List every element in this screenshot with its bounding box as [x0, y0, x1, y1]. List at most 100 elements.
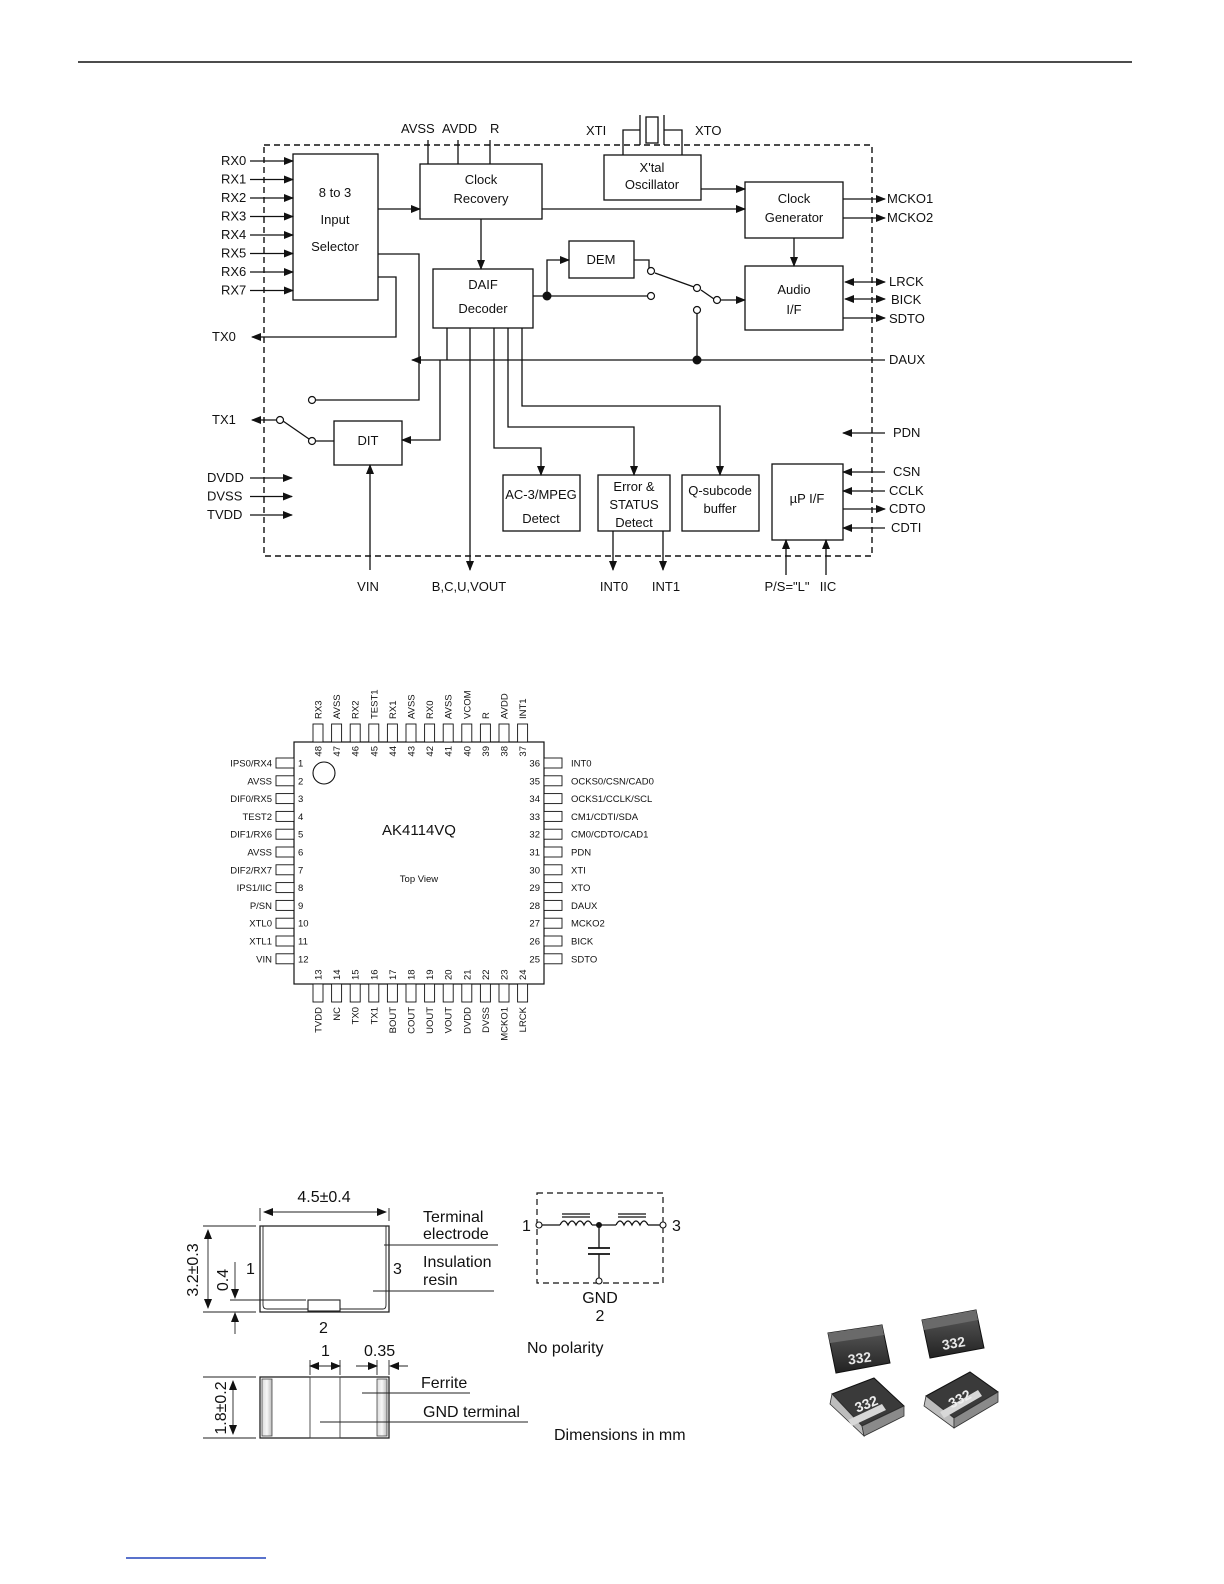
- pin-number: 26: [529, 937, 540, 948]
- up-if-block: [771, 463, 844, 541]
- int0-label: INT0: [600, 579, 628, 594]
- pin-pad: [275, 899, 295, 911]
- pin-label: AVSS: [332, 694, 343, 719]
- pin-number: 35: [529, 776, 540, 787]
- pin-number: 39: [481, 746, 492, 757]
- iic-label: IIC: [820, 579, 837, 594]
- pin-pad: [312, 983, 324, 1003]
- pin-number: 22: [481, 969, 492, 980]
- pin-pad: [543, 775, 563, 787]
- pin-pad: [498, 983, 510, 1003]
- pin-label: XTL1: [249, 937, 272, 948]
- pin-number: 36: [529, 759, 540, 770]
- pin-label: DVSS: [481, 1007, 492, 1033]
- pin-label: LRCK: [518, 1006, 529, 1032]
- pin3-top: 3: [393, 1261, 402, 1278]
- pin-pad: [543, 935, 563, 947]
- cclk-label: CCLK: [889, 483, 924, 498]
- pin-label: PDN: [571, 848, 591, 859]
- pin-label: MCKO2: [571, 919, 605, 930]
- pin-pad: [442, 723, 454, 743]
- internal-wiring: [251, 185, 886, 575]
- pin-number: 41: [444, 746, 455, 757]
- pin-number: 21: [462, 969, 473, 980]
- d1-dim: 1: [321, 1343, 330, 1360]
- pin-pad: [275, 775, 295, 787]
- pin-pad: [543, 917, 563, 929]
- pin-label: AVSS: [407, 694, 418, 719]
- pin-pad: [275, 917, 295, 929]
- pin-label: DAUX: [571, 901, 598, 912]
- pin-label: XTI: [571, 865, 586, 876]
- pin-number: 27: [529, 919, 540, 930]
- filter-side-body: [259, 1376, 390, 1439]
- filter-top-body: [259, 1225, 390, 1313]
- pin-pad: [275, 757, 295, 769]
- pin-number: 23: [500, 969, 511, 980]
- pin-number: 31: [529, 848, 540, 859]
- pin-number: 4: [298, 812, 303, 823]
- filter-schematic-box: [536, 1192, 664, 1284]
- no-polarity-label: No polarity: [527, 1340, 603, 1357]
- pin-label: TX1: [369, 1007, 380, 1024]
- tx0-label: TX0: [212, 329, 236, 344]
- sdto-label: SDTO: [889, 311, 925, 326]
- pin-pad: [442, 983, 454, 1003]
- pin-number: 34: [529, 794, 540, 805]
- pin-pad: [461, 983, 473, 1003]
- pin-number: 28: [529, 901, 540, 912]
- pin-label: RX3: [314, 701, 325, 719]
- pin-pad: [461, 723, 473, 743]
- mcko1-label: MCKO1: [887, 191, 933, 206]
- pin-pad: [543, 846, 563, 858]
- pin-label: VCOM: [462, 690, 473, 719]
- pin-number: 37: [518, 746, 529, 757]
- pin-label: AVSS: [444, 694, 455, 719]
- pin-label: MCKO1: [500, 1007, 511, 1041]
- filter-photo: 332 332 332 332: [827, 1309, 999, 1438]
- pin-number: 19: [425, 969, 436, 980]
- daif-decoder-block: [432, 268, 534, 329]
- pin-number: 29: [529, 883, 540, 894]
- pin-label: XTO: [571, 883, 590, 894]
- rx-input-label: RX1: [221, 172, 246, 187]
- pin-pad: [543, 810, 563, 822]
- rx-input-label: RX0: [221, 153, 246, 168]
- avdd-top-label: AVDD: [442, 121, 477, 136]
- xti-top-label: XTI: [586, 123, 606, 138]
- pin-label: VIN: [256, 954, 272, 965]
- error-status-detect-block: [597, 474, 671, 532]
- pin-number: 33: [529, 812, 540, 823]
- r-top-label: R: [490, 121, 499, 136]
- pin-pad: [543, 757, 563, 769]
- thick-dim: 1.8±0.2: [213, 1381, 230, 1434]
- pin-label: VOUT: [444, 1007, 455, 1034]
- xtal-oscillator-block: [603, 154, 702, 201]
- pin-number: 25: [529, 954, 540, 965]
- pin-number: 15: [351, 969, 362, 980]
- filter-gnd-pad: [307, 1299, 341, 1312]
- pin-pad: [424, 723, 436, 743]
- pin-label: R: [481, 712, 492, 719]
- photo-marking-1: 332: [847, 1348, 873, 1367]
- chip-pins: 1IPS0/RX42AVSS3DIF0/RX54TEST25DIF1/RX66A…: [230, 689, 654, 1040]
- pin-label: AVSS: [247, 848, 272, 859]
- pin-number: 40: [462, 746, 473, 757]
- rx-input-label: RX7: [221, 283, 246, 298]
- pin-number: 32: [529, 830, 540, 841]
- pin-label: OCKS0/CSN/CAD0: [571, 776, 654, 787]
- audio-if-block: [744, 265, 844, 331]
- pin-number: 3: [298, 794, 303, 805]
- pin-number: 11: [298, 937, 308, 948]
- pin-number: 18: [407, 969, 418, 980]
- pin-label: P/SN: [250, 901, 272, 912]
- pin-label: CM0/CDTO/CAD1: [571, 830, 648, 841]
- pin-pad: [312, 723, 324, 743]
